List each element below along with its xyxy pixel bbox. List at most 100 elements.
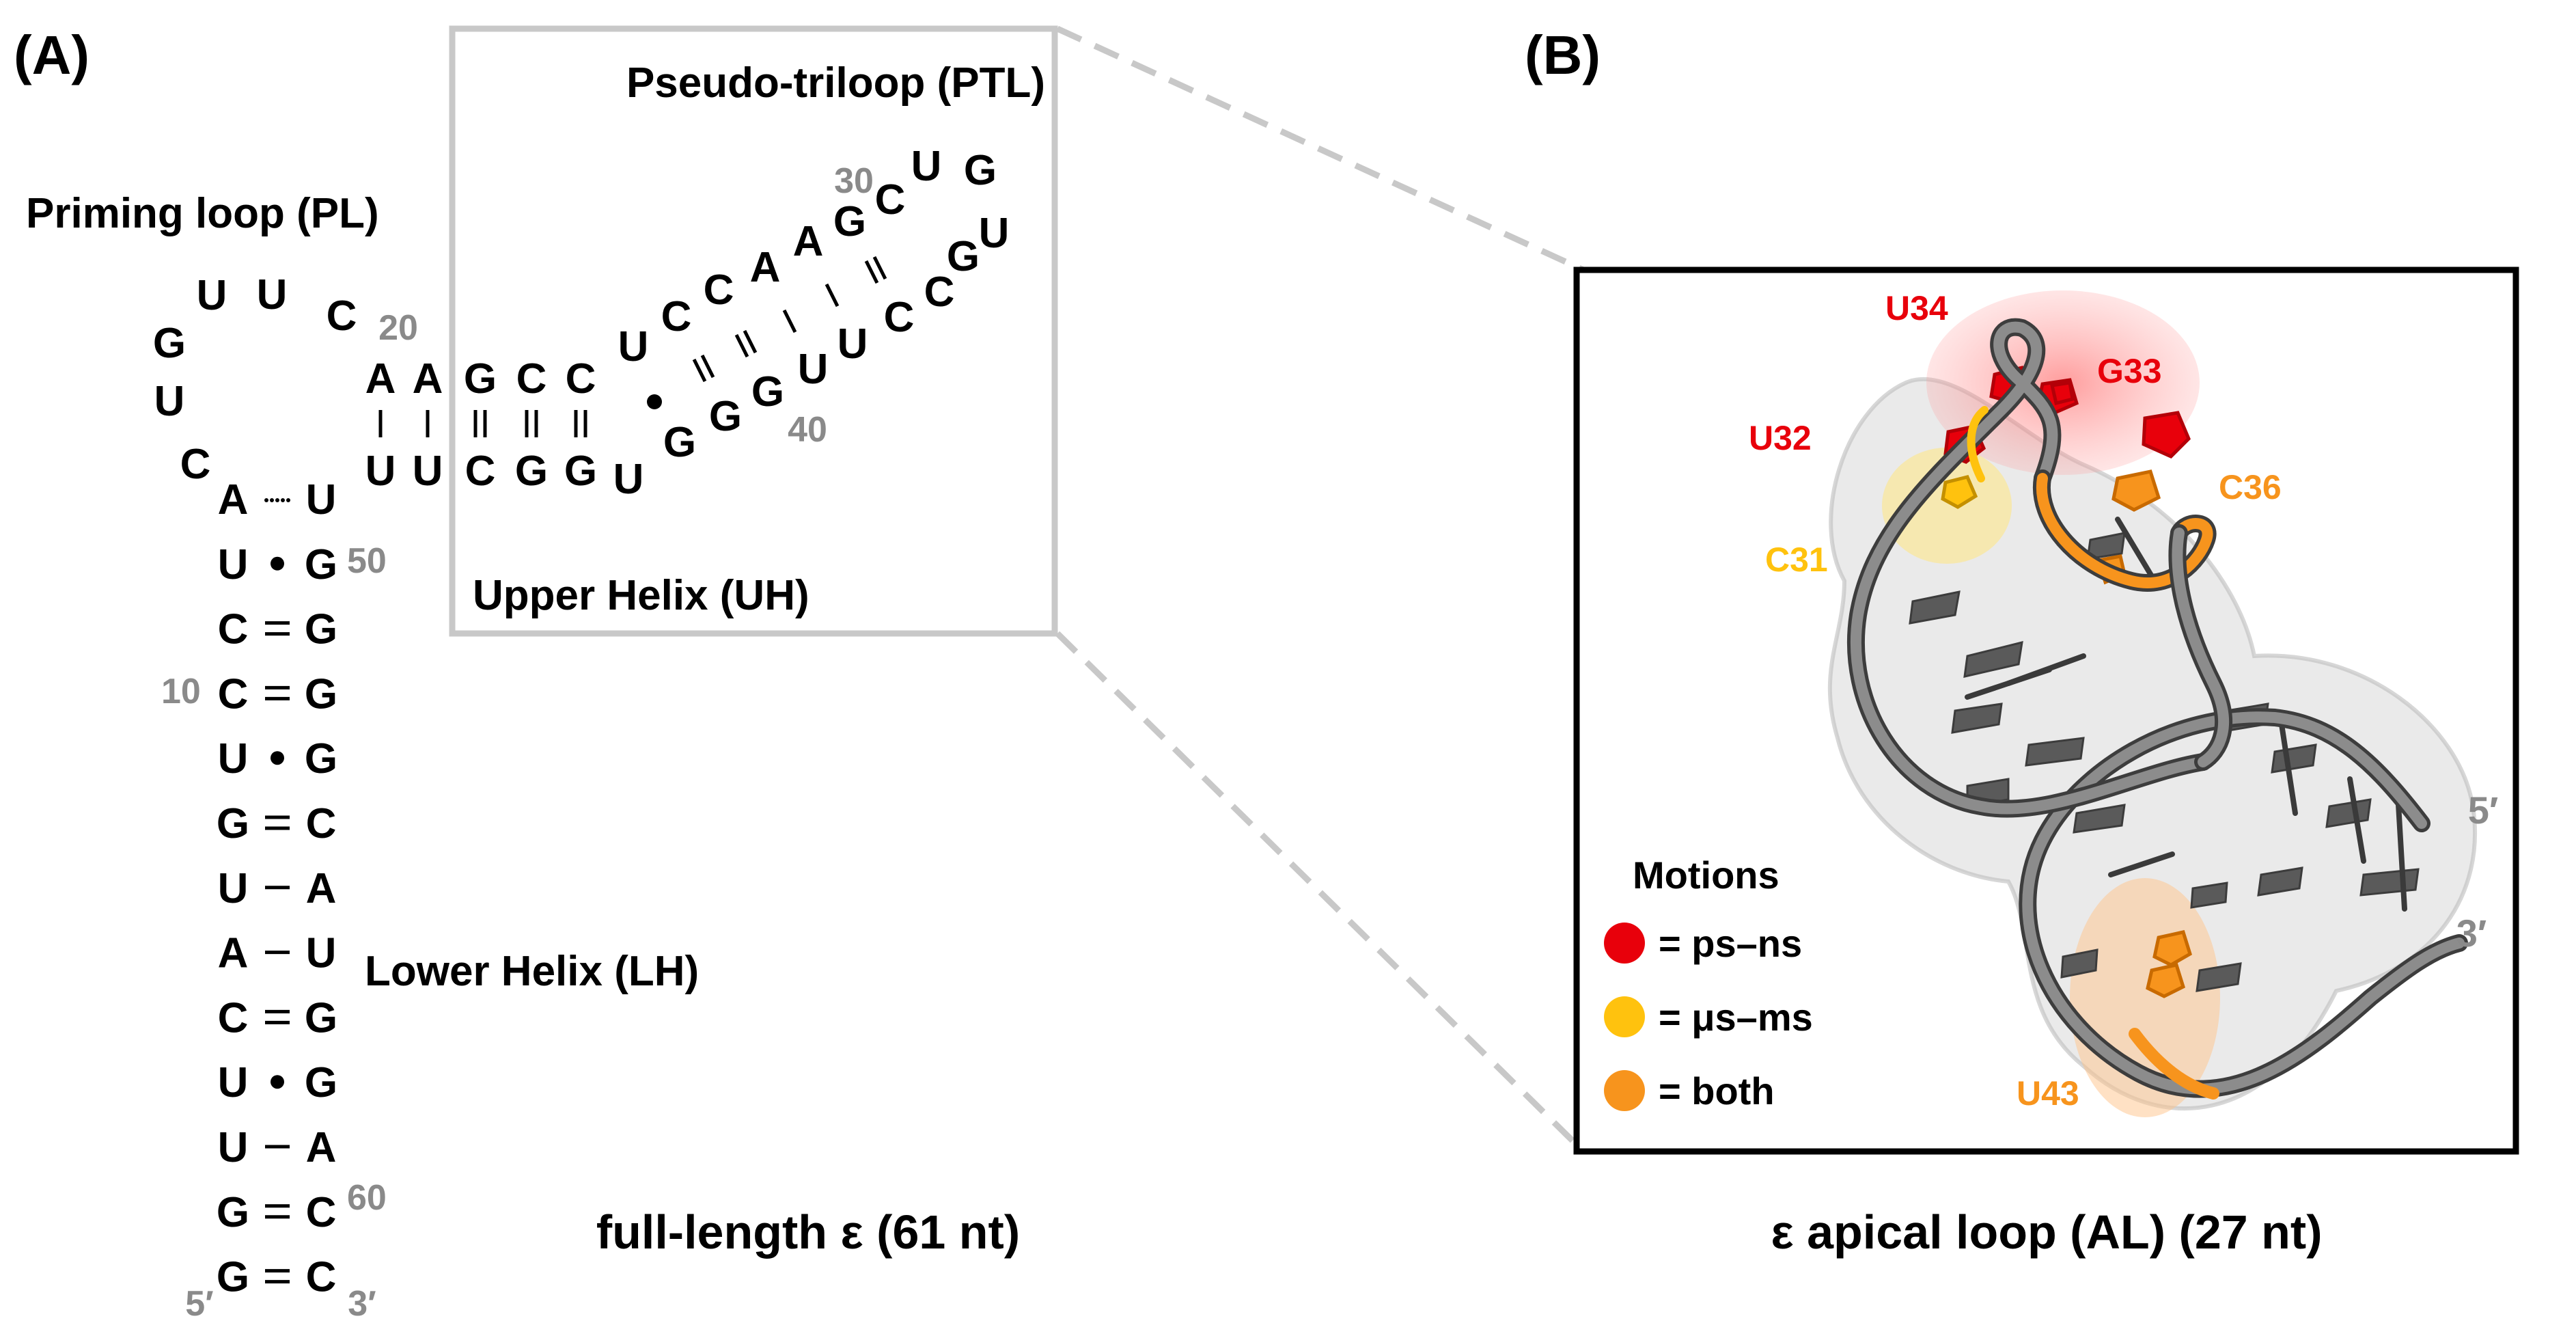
base-slab: [2196, 962, 2242, 992]
nucleotide-letter: A: [218, 476, 249, 523]
legend-swatch-ps-ns: [1604, 923, 1645, 964]
nucleotide-letter: U: [979, 210, 1010, 257]
nucleotide-letter: G: [515, 448, 548, 495]
nucleotide-letter: U: [218, 1124, 249, 1171]
nucleotide-letter: U: [306, 930, 337, 977]
nucleotide-letter: U: [306, 476, 337, 523]
pl-label: Priming loop (PL): [26, 190, 379, 237]
nucleotide-letter: A: [750, 244, 781, 291]
zoom-connector-bottom: [1055, 631, 1586, 1154]
backbone-c36-segment: [2036, 473, 2213, 588]
nucleotide-letter: U: [197, 272, 227, 319]
base-stick: [2108, 851, 2175, 877]
caption-b: ε apical loop (AL) (27 nt): [1771, 1205, 2322, 1259]
panel-a-tag: (A): [14, 25, 89, 85]
nucleotide-letter: G: [305, 541, 337, 588]
base-slab: [2073, 804, 2126, 834]
nucleotide-letter: A: [413, 355, 443, 402]
base-slab: [2257, 866, 2303, 897]
nucleotide-letter: U: [218, 865, 249, 912]
base-stick: [2279, 722, 2298, 816]
c36-ring: [2111, 469, 2161, 512]
panel-b-tag: (B): [1525, 25, 1601, 85]
legend-swatch-us-ms: [1604, 996, 1645, 1037]
base-slab: [2190, 882, 2228, 909]
base-pair-dotted: [286, 498, 290, 502]
backbone-u43-segment: [2129, 1028, 2219, 1100]
number-60: 60: [347, 1178, 387, 1218]
base-slab: [2359, 868, 2420, 897]
nucleotide-letter: C: [661, 293, 692, 340]
nucleotide-letter: C: [306, 1189, 337, 1236]
base-pair-wobble: [271, 556, 284, 571]
base-slab: [2271, 743, 2317, 774]
nucleotide-letter: U: [798, 346, 829, 393]
base-pair-wobble: [647, 394, 662, 409]
base-slab: [1951, 702, 2003, 734]
base-slabs: [1909, 532, 2420, 992]
nucleotide-letter: C: [306, 1254, 337, 1301]
legend-swatch-both: [1604, 1070, 1645, 1111]
base-slab: [2060, 948, 2099, 979]
backbone-upper: [1850, 321, 2208, 815]
nucleotide-letter: C: [465, 448, 496, 495]
nucleotide-letter: C: [516, 355, 547, 402]
caption-a: full-length ε (61 nt): [596, 1205, 1020, 1259]
base-slab: [2025, 737, 2085, 767]
nucleotide-letter: G: [305, 1059, 337, 1106]
base-stick: [2347, 776, 2366, 864]
zoom-connector-top: [1056, 25, 1585, 273]
backbone: [1846, 318, 2468, 1100]
nucleotide-letter: U: [613, 456, 644, 503]
base-pair-wobble: [271, 1075, 284, 1089]
nucleotide-letter: G: [153, 320, 186, 367]
nucleotide-letter: G: [709, 393, 742, 440]
nucleotide-letter: G: [217, 1189, 249, 1236]
nucleotide-letter: A: [306, 1124, 337, 1171]
g33-ring: [2142, 411, 2191, 459]
number-30: 30: [834, 161, 874, 201]
base-pair-double: [700, 354, 715, 379]
nucleotide-letter: U: [154, 378, 185, 425]
legend-label-both: = both: [1659, 1069, 1775, 1112]
nucleotide-letter: G: [751, 368, 784, 415]
nucleotide-letter: G: [564, 448, 597, 495]
base-pair-dotted: [270, 498, 274, 502]
backbone-right: [2172, 528, 2229, 767]
nucleotide-letter: U: [837, 320, 868, 368]
base-pair-dotted: [264, 498, 268, 502]
lh-label: Lower Helix (LH): [365, 948, 699, 995]
nucleotide-letter: C: [218, 670, 249, 718]
u43-ring: [2152, 930, 2192, 967]
label-u32: U32: [1749, 419, 1812, 457]
base-stick: [2395, 790, 2407, 912]
uh-label: Upper Helix (UH): [473, 572, 809, 619]
panel-a: (A) Pseudo-triloop (PTL) Upper Helix (UH…: [14, 25, 1058, 1324]
label-g33: G33: [2097, 352, 2162, 390]
three-prime-b: 3′: [2456, 912, 2487, 955]
nucleotide-letter: C: [180, 441, 211, 488]
nucleotide-letter: A: [306, 865, 337, 912]
label-c31: C31: [1765, 541, 1828, 579]
number-50: 50: [347, 541, 387, 581]
nucleotide-letter: U: [413, 448, 443, 495]
base-slab: [1963, 640, 2023, 678]
base-pair-wobble: [271, 751, 284, 765]
c31-ring: [1941, 475, 1978, 509]
three-prime-a: 3′: [348, 1284, 376, 1324]
base-pair-double: [743, 329, 758, 354]
nucleotide-letter: G: [217, 800, 249, 847]
nucleotide-letter: U: [365, 448, 396, 495]
legend-label-ps-ns: = ps–ns: [1659, 922, 1802, 965]
base-pair-single: [782, 309, 797, 333]
nucleotide-letter: U: [618, 323, 649, 370]
zoom-box: [449, 25, 1058, 637]
nucleotide-letter: G: [305, 670, 337, 718]
nucleotide-letter: U: [257, 271, 288, 318]
nucleotide-letter: U: [218, 541, 249, 588]
nucleotide-letter: A: [793, 218, 824, 265]
nucleotide-letter: G: [217, 1254, 249, 1301]
ptl-label: Pseudo-triloop (PTL): [626, 59, 1045, 107]
backbone-lower: [2022, 711, 2465, 1095]
